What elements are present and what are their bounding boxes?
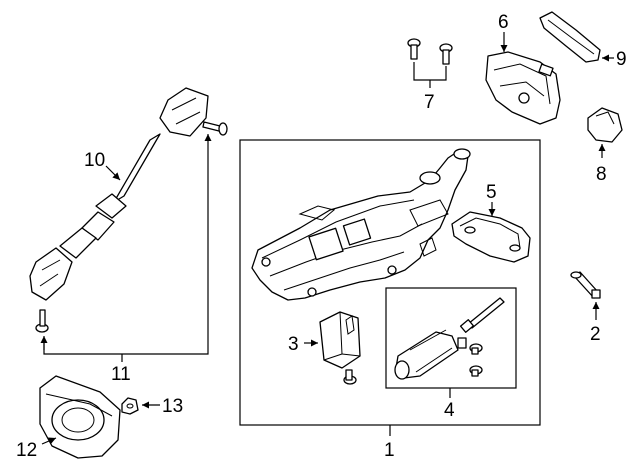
part-9-stalk (539, 11, 601, 63)
part-12-boot-cover (39, 375, 121, 459)
callout-2: 2 (590, 324, 601, 345)
callout-7: 7 (424, 92, 435, 113)
callout-3: 3 (288, 334, 299, 355)
part-4-screws (469, 343, 483, 377)
part-3-bolt (343, 369, 357, 385)
callout-6: 6 (498, 12, 509, 33)
leader-12 (41, 437, 57, 445)
part-10-intermediate-shaft (29, 87, 209, 301)
callout-1: 1 (384, 440, 395, 461)
part-4-motor (394, 329, 467, 380)
leader-10 (105, 165, 121, 181)
part-11-bolt-upper (202, 121, 228, 136)
motor-kit-box (385, 287, 517, 389)
callout-12: 12 (16, 440, 37, 461)
part-4-shaft (459, 297, 505, 333)
part-3-block (319, 311, 361, 369)
callout-10: 10 (84, 150, 105, 171)
part-2-bolt (570, 271, 601, 299)
part-6-switch-module (485, 51, 561, 125)
part-8-sensor (587, 107, 623, 143)
callout-11: 11 (111, 364, 131, 385)
steering-column (251, 148, 471, 301)
leader-7 (413, 62, 447, 81)
callout-13: 13 (162, 396, 183, 417)
callout-9: 9 (616, 49, 627, 70)
part-11-bolt-lower (35, 309, 49, 333)
part-5-bracket (451, 211, 531, 263)
part-13-nut (121, 397, 139, 415)
callout-8: 8 (596, 164, 607, 185)
callout-4: 4 (444, 400, 455, 421)
callout-5: 5 (486, 182, 497, 203)
part-7-screws (407, 38, 453, 65)
